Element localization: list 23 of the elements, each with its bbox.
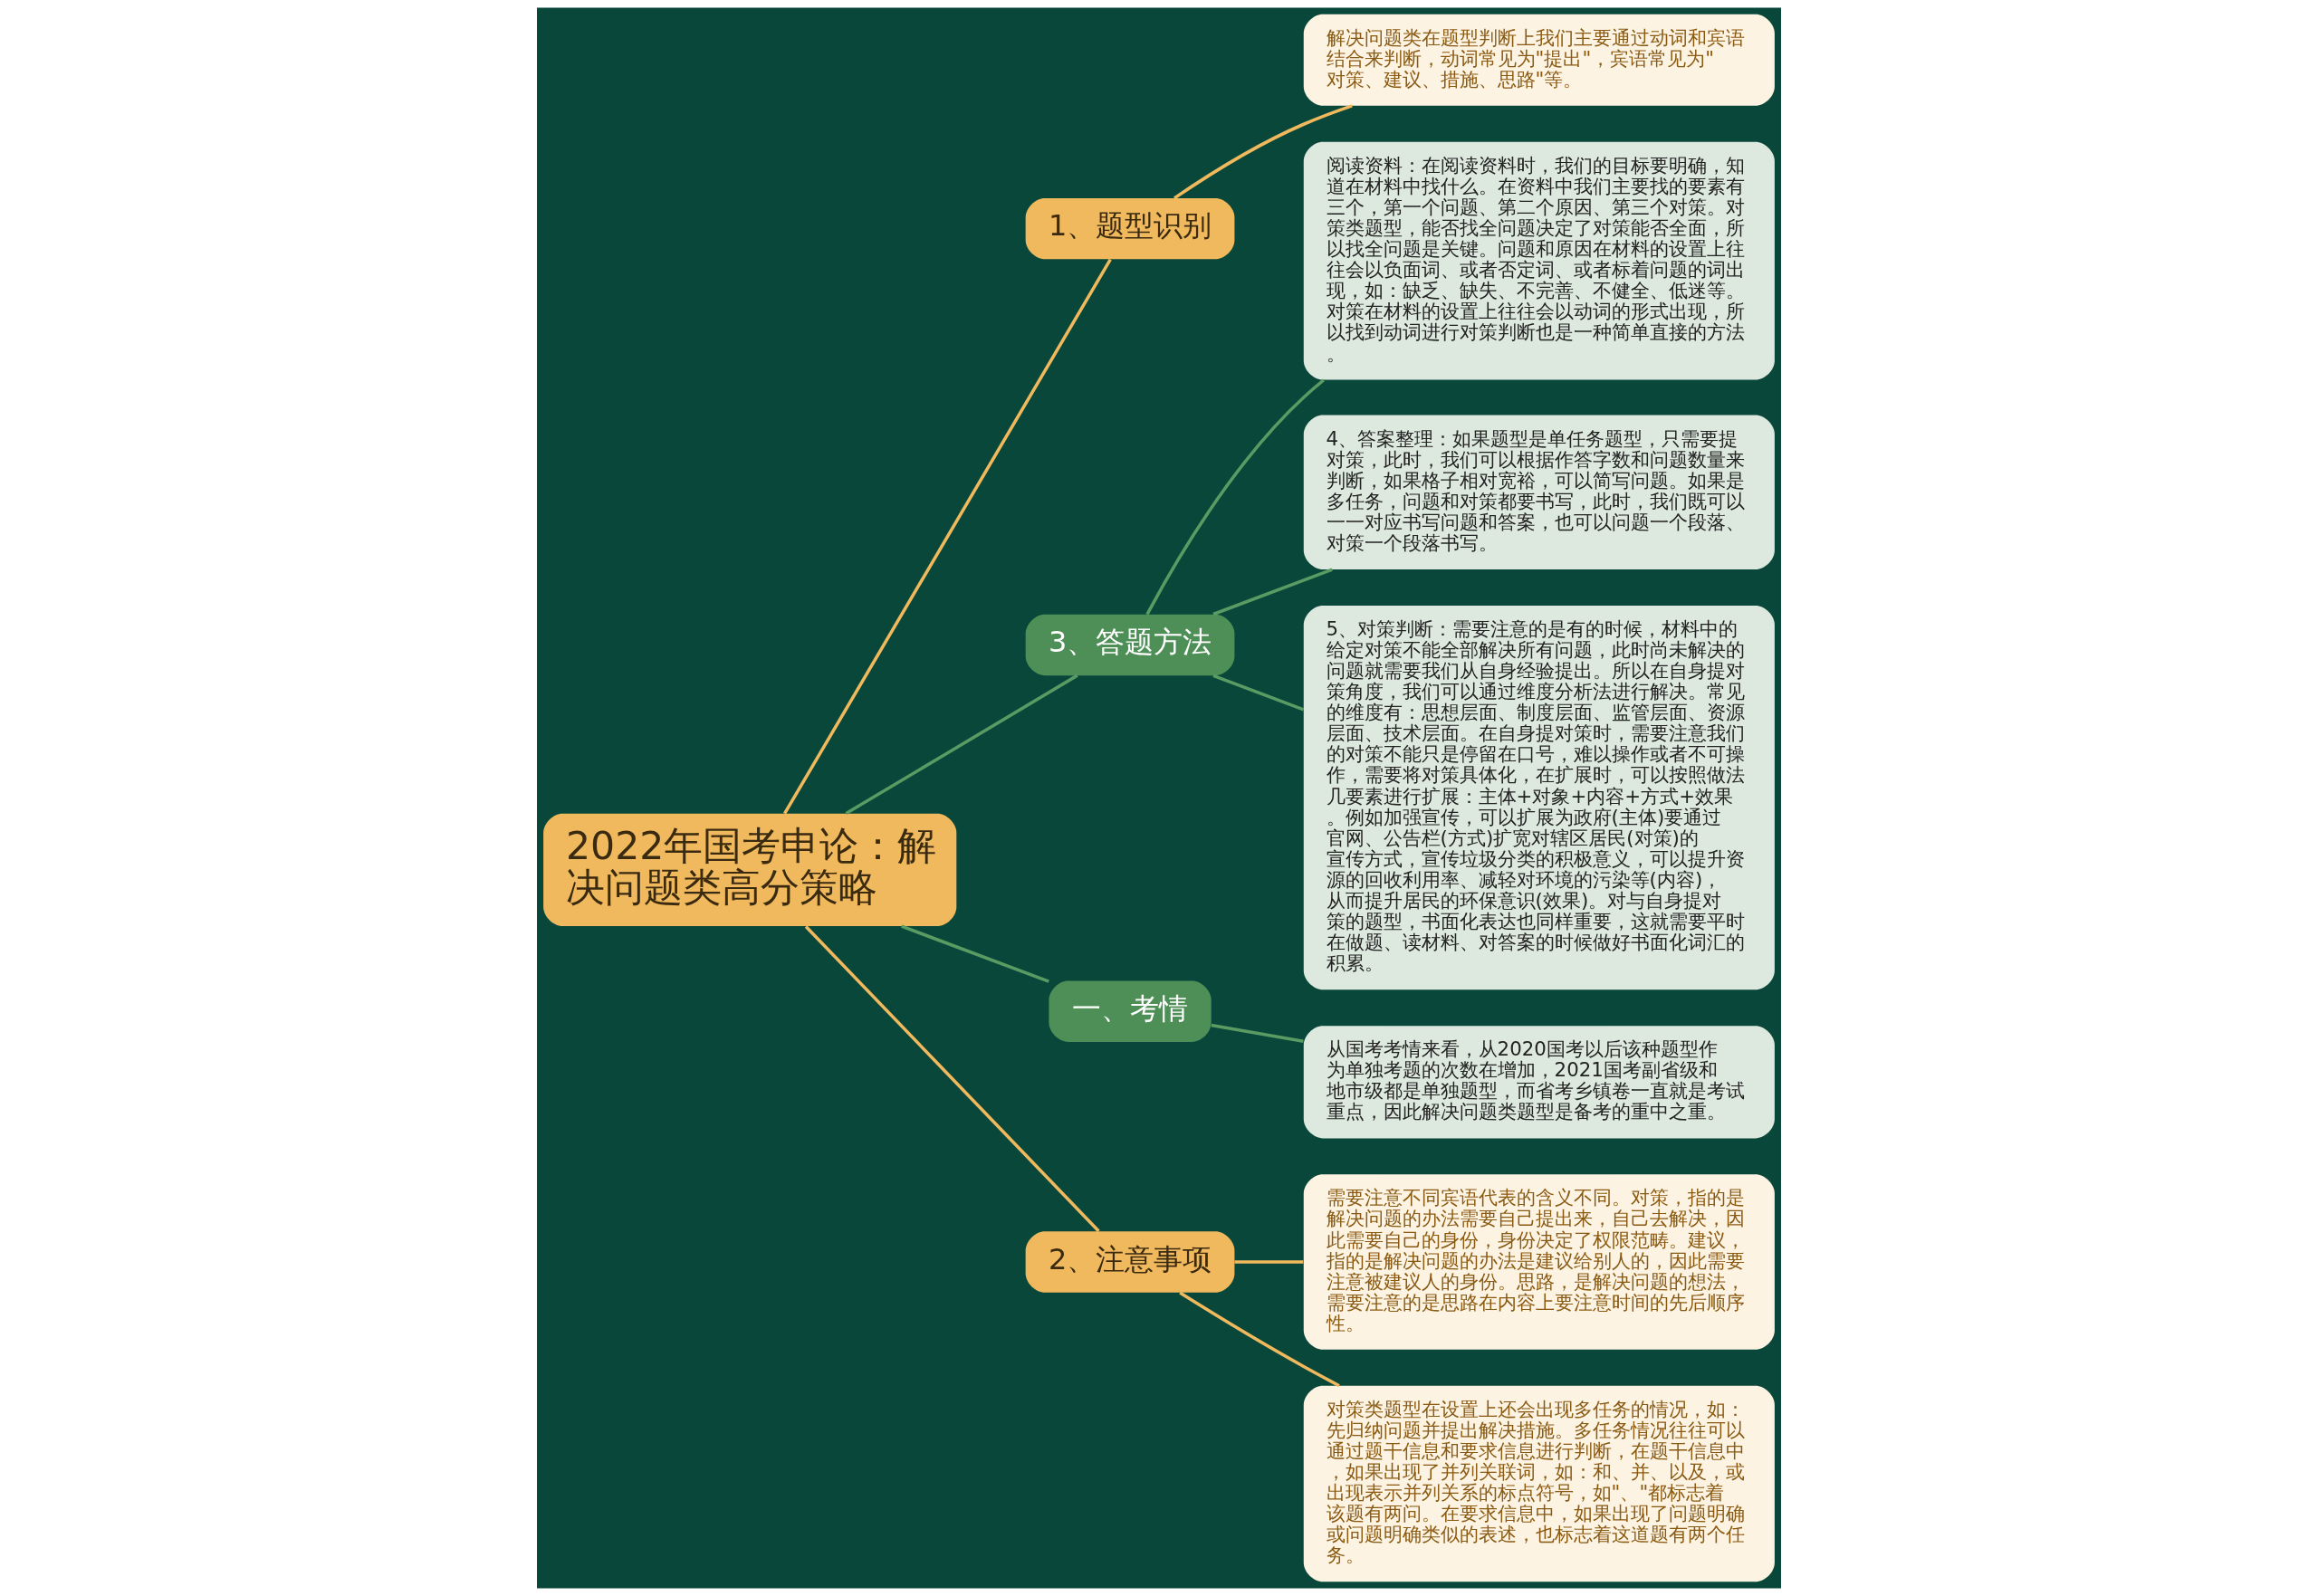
node-box: 阅读资料：在阅读资料时，我们的目标要明确，知道在材料中找什么。在资料中我们主要找的要素有三个，第一个问题、第二个原因、第三个对策。对策类题型，能否找全问题决定了对策能否全面，所以找全问题是关键。问题和原因在材料的设置上往往会以负面词、或者否定词、或者标着问题的词出现，如：缺乏、缺失、不完善、不健全、低迷等。对策在材料的设置上往往会以动词的形式出现，所以找到动词进行对策判断也是一种简单直接的方法。 xyxy=(1303,141,1775,380)
node-box: 2、注意事项 xyxy=(1025,1231,1235,1293)
connector xyxy=(783,258,1112,815)
node-box: 5、对策判断：需要注意的是有的时候，材料中的给定对策不能全部解决所有问题，此时尚未解决的问题就需要我们从自身经验提出。所以在自身提对策角度，我们可以通过维度分析法进行解决。常见的维度有：思想层面、制度层面、监管层面、资源层面、技术层面。在自身提对策时，需要注意我们的对策不能只是停留在口号，难以操作或者不可操作，需要将对策具体化，在扩展时，可以按照做法几要素进行扩展：主体+对象+内容+方式+效果。例如加强宣传，可以扩展为政府(主体)要通过官网、公告栏(方式)扩宽对辖区居民(对策)的宣传方式，宣传垃圾分类的积极意义，可以提升资源的回收利用率、减轻对环境的污染等(内容)，从而提升居民的环保意识(效果)。对与自身提对策的题型，书面化表达也同样重要，这就需要平时在做题、读材料、对答案的时候做好书面化词汇的积累。 xyxy=(1303,605,1775,990)
connector xyxy=(901,924,1049,983)
node-box: 2022年国考申论：解决问题类高分策略 xyxy=(543,813,957,927)
node-box: 从国考考情来看，从2020国考以后该种题型作为单独考题的次数在增加，2021国考副省级和地市级都是单独题型，而省考乡镇卷一直就是考试重点，因此解决问题类题型是备考的重中之重。 xyxy=(1303,1026,1775,1139)
connector xyxy=(1234,1260,1304,1264)
node-box: 需要注意不同宾语代表的含义不同。对策，指的是解决问题的办法需要自己提出来，自己去解决，因此需要自己的身份，身份决定了权限范畴。建议，指的是解决问题的办法是建议给别人的，因此需要注意被建议人的身份。思路，是解决问题的想法，需要注意的是思路在内容上要注意时间的先后顺序性。 xyxy=(1303,1174,1775,1350)
connector xyxy=(804,925,1100,1233)
connector xyxy=(1212,674,1305,712)
node-box: 一、考情 xyxy=(1049,980,1212,1042)
connector xyxy=(1179,1291,1340,1388)
node-box: 3、答题方法 xyxy=(1025,614,1235,676)
connector xyxy=(1145,378,1325,616)
connector xyxy=(1212,568,1333,616)
node-box: 对策类题型在设置上还会出现多任务的情况，如：先归纳问题并提出解决措施。多任务情况往往可以通过题干信息和要求信息进行判断，在题干信息中，如果出现了并列关联词，如：和、并、以及，或出现表示并列关系的标点符号，如"、"都标志着该题有两问。在要求信息中，如果出现了问题明确或问题明确类似的表述，也标志着这道题有两个任务。 xyxy=(1303,1385,1775,1582)
node-box: 4、答案整理：如果题型是单任务题型，只需要提对策，此时，我们可以根据作答字数和问题数量来判断，如果格子相对宽裕，可以简写问题。如果是多任务，问题和对策都要书写，此时，我们既可以一一对应书写问题和答案，也可以问题一个段落、对策一个段落书写。 xyxy=(1303,415,1775,569)
connector xyxy=(1211,1023,1304,1043)
connector xyxy=(1173,104,1353,200)
node-box: 1、题型识别 xyxy=(1025,197,1235,260)
connector xyxy=(845,674,1078,816)
node-box: 解决问题类在题型判断上我们主要通过动词和宾语结合来判断，动词常见为"提出"，宾语常见为"对策、建议、措施、思路"等。 xyxy=(1303,14,1775,106)
